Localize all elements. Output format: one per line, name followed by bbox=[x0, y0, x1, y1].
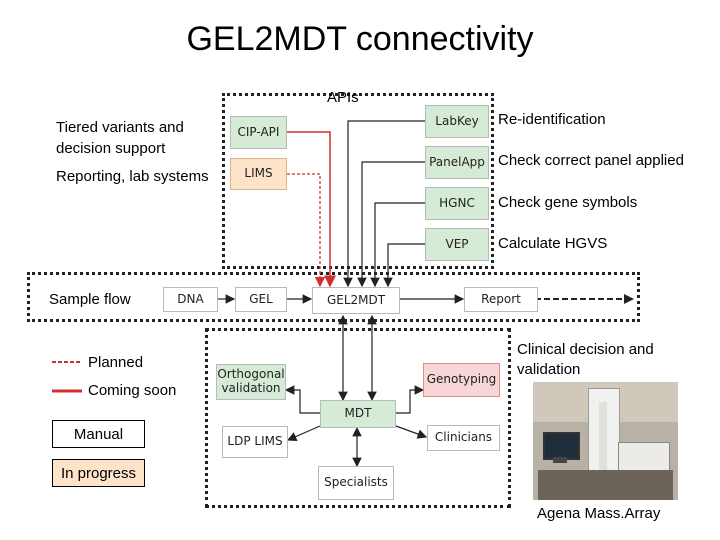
api-frame bbox=[222, 93, 494, 269]
labkey-description: Re-identification bbox=[498, 111, 606, 128]
mdt-frame bbox=[205, 328, 511, 508]
gel-box[interactable]: GEL bbox=[235, 287, 287, 312]
mdt-box[interactable]: MDT bbox=[320, 400, 396, 428]
labkey-box[interactable]: LabKey bbox=[425, 105, 489, 138]
lims-line bbox=[287, 173, 326, 288]
genotyping-box[interactable]: Genotyping bbox=[423, 363, 500, 397]
vep-box[interactable]: VEP bbox=[425, 228, 489, 261]
lims-box[interactable]: LIMS bbox=[230, 158, 287, 190]
orthogonal-validation-box[interactable]: Orthogonal validation bbox=[216, 364, 286, 400]
legend-manual-box: Manual bbox=[52, 420, 145, 448]
sample-flow-frame bbox=[27, 272, 640, 322]
panelapp-box[interactable]: PanelApp bbox=[425, 146, 489, 179]
legend-planned-label: Planned bbox=[88, 354, 144, 371]
mdt-orthogonal-line bbox=[284, 385, 320, 414]
legend-in-progress-box: In progress bbox=[52, 459, 145, 487]
clinical-decision-label: Clinical decision and validation bbox=[517, 341, 654, 378]
cip-api-line bbox=[287, 131, 336, 288]
mdt-ldp-line bbox=[286, 425, 321, 442]
specialists-box[interactable]: Specialists bbox=[318, 466, 394, 500]
apis-label: APIs bbox=[327, 89, 359, 106]
agena-massarray-photo bbox=[533, 382, 678, 500]
dna-box[interactable]: DNA bbox=[163, 287, 218, 312]
reporting-label: Reporting, lab systems bbox=[56, 168, 209, 185]
panelapp-line bbox=[357, 161, 425, 288]
vep-description: Calculate HGVS bbox=[498, 235, 608, 252]
labkey-line bbox=[343, 120, 425, 288]
vep-line bbox=[383, 243, 425, 288]
panelapp-description: Check correct panel applied bbox=[498, 152, 684, 169]
cip-api-box[interactable]: CIP-API bbox=[230, 116, 287, 149]
legend-coming-soon-label: Coming soon bbox=[88, 382, 177, 399]
ldp-lims-box[interactable]: LDP LIMS bbox=[222, 426, 288, 458]
clinicians-box[interactable]: Clinicians bbox=[427, 425, 500, 451]
mdt-genotyping-line bbox=[396, 385, 425, 414]
sample-flow-label: Sample flow bbox=[49, 291, 131, 308]
diagram-title: GEL2MDT connectivity bbox=[186, 20, 534, 58]
hgnc-description: Check gene symbols bbox=[498, 194, 638, 211]
hgnc-line bbox=[370, 202, 425, 288]
mdt-clinicians-line bbox=[395, 425, 428, 439]
hgnc-box[interactable]: HGNC bbox=[425, 187, 489, 220]
report-box[interactable]: Report bbox=[464, 287, 538, 312]
tiered-variants-label: Tiered variants and decision support bbox=[56, 119, 184, 157]
gel2mdt-box[interactable]: GEL2MDT bbox=[312, 287, 400, 314]
agena-massarray-caption: Agena Mass.Array bbox=[537, 505, 661, 522]
